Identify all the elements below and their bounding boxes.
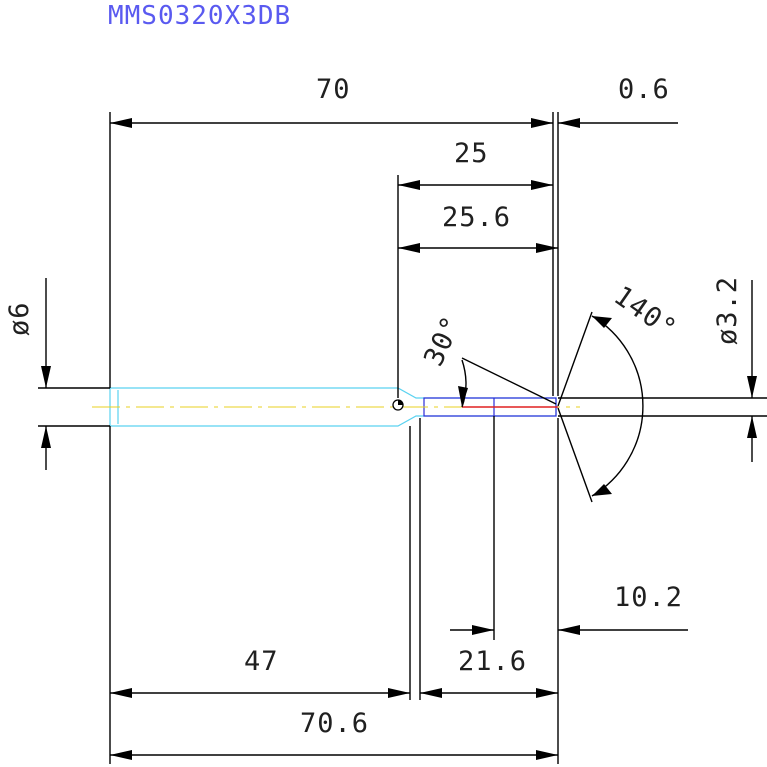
dim-0-6-label: 0.6 [618, 74, 670, 105]
dim-70-label: 70 [316, 74, 351, 105]
dim-21-6: 21.6 [420, 646, 558, 698]
drawing-title: MMS0320X3DB [108, 1, 291, 31]
dim-dia-6: ø6 [4, 278, 51, 470]
dim-25-label: 25 [454, 138, 489, 169]
extension-lines [38, 112, 767, 764]
dim-47: 47 [110, 646, 410, 698]
dim-47-label: 47 [244, 646, 279, 677]
dim-0-6: 0.6 [558, 74, 678, 128]
dim-10-2: 10.2 [450, 582, 688, 635]
angle-140: 140° [557, 280, 682, 503]
dim-dia-3-2-label: ø3.2 [712, 276, 743, 345]
dim-21-6-label: 21.6 [458, 646, 527, 677]
angle-140-label: 140° [608, 280, 682, 345]
dim-dia-3-2: ø3.2 [712, 276, 757, 462]
dim-70-6-label: 70.6 [300, 708, 369, 739]
dim-25: 25 [398, 138, 553, 190]
dim-25-6: 25.6 [398, 202, 558, 253]
dim-70: 70 [110, 74, 553, 128]
angle-30: 30° [418, 311, 557, 408]
dim-dia-6-label: ø6 [4, 301, 35, 336]
tool-body [92, 387, 580, 427]
dim-25-6-label: 25.6 [442, 202, 511, 233]
dim-10-2-label: 10.2 [614, 582, 683, 613]
reference-circle-fill [398, 400, 403, 405]
angle-30-label: 30° [418, 311, 468, 371]
dim-70-6: 70.6 [110, 708, 558, 760]
